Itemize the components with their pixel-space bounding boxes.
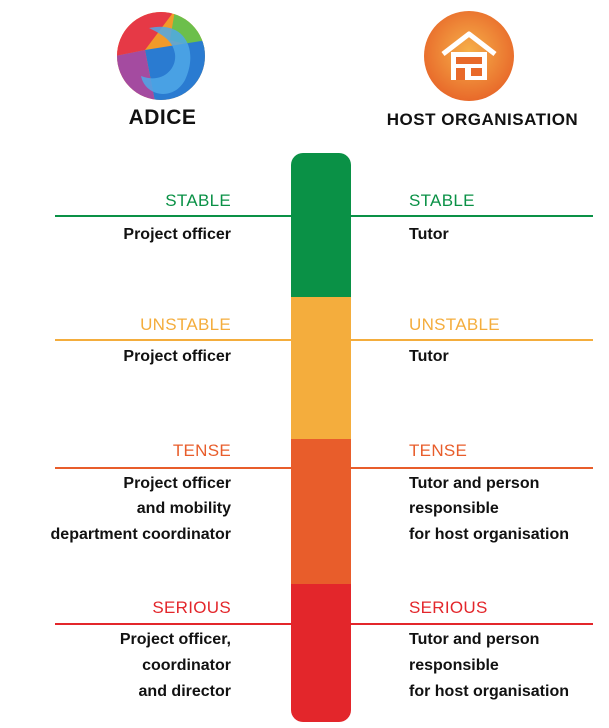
adice-logo-icon [117,12,205,100]
stable-bar-segment [291,153,351,297]
host-organisation-logo [423,10,515,102]
serious-bar-segment [291,584,351,722]
tense-role-right-1: Tutor and person [409,475,540,492]
stable-role-left: Project officer [123,226,231,243]
serious-role-left-1: Project officer, [119,631,231,648]
tense-role-right-2: responsible [409,500,499,517]
serious-role-right-3: for host organisation [409,683,569,700]
unstable-label-right: UNSTABLE [409,315,500,334]
tense-role-left-3: department coordinator [50,526,231,543]
serious-role-left-2: coordinator [142,657,231,674]
stable-role-right: Tutor [409,226,449,243]
tense-role-left-2: and mobility [136,500,231,517]
unstable-bar-segment [291,297,351,439]
tense-label-right: TENSE [409,441,468,460]
unstable-role-right: Tutor [409,348,449,365]
tense-label-left: TENSE [172,441,231,460]
adice-title: ADICE [128,106,197,129]
stable-label-left: STABLE [165,191,231,210]
tense-role-left-1: Project officer [123,475,231,492]
tense-role-right-3: for host organisation [409,526,569,543]
serious-role-left-3: and director [138,683,231,700]
stable-label-right: STABLE [409,191,475,210]
house-icon [424,11,514,101]
serious-label-right: SERIOUS [409,598,488,617]
serious-label-left: SERIOUS [152,598,231,617]
serious-role-right-2: responsible [409,657,499,674]
tense-bar-segment [291,439,351,584]
serious-role-right-1: Tutor and person [409,631,540,648]
host-organisation-title: HOST ORGANISATION [386,110,579,129]
unstable-role-left: Project officer [123,348,231,365]
adice-logo [115,10,207,102]
unstable-label-left: UNSTABLE [140,315,231,334]
